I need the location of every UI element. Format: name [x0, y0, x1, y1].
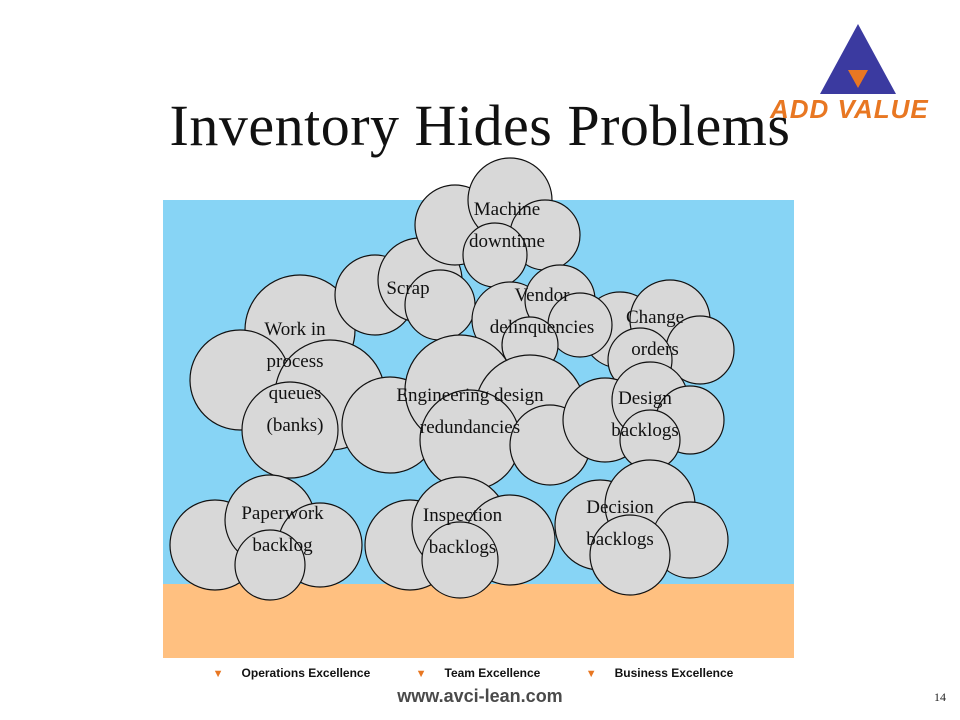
label-line: delinquencies	[489, 317, 595, 338]
triangle-down-icon: ▼	[415, 668, 427, 680]
label-line: process	[266, 351, 324, 372]
cloud-machine-downtime	[414, 157, 581, 288]
label-line: orders	[631, 339, 679, 360]
label-design-backlogs: Design backlogs	[595, 383, 695, 447]
label-line: Scrap	[386, 278, 430, 299]
slide-title: Inventory Hides Problems	[169, 93, 791, 158]
label-line: Vendor	[514, 285, 570, 306]
label-line: Paperwork	[241, 503, 324, 524]
label-line: redundancies	[419, 417, 521, 438]
cloud-vendor	[471, 264, 613, 374]
label-line: Inspection	[422, 505, 503, 526]
label-engineering: Engineering design redundancies	[370, 380, 570, 444]
triangle-down-icon: ▼	[585, 668, 597, 680]
label-inspection: Inspection backlogs	[405, 500, 520, 564]
page-number: 14	[934, 690, 946, 704]
label-change-orders: Change orders	[610, 302, 700, 366]
label-line: Design	[618, 388, 672, 409]
cloud-paperwork	[169, 474, 363, 601]
label-line: (banks)	[266, 415, 324, 436]
label-machine-downtime: Machine downtime	[452, 194, 562, 258]
cloud-design-backlogs	[562, 361, 725, 471]
logo-inner-triangle-icon	[848, 70, 868, 88]
add-value-logo	[820, 24, 896, 94]
cloud-decision	[554, 459, 729, 596]
cloud-scrap	[334, 237, 476, 341]
label-line: Engineering design	[396, 385, 544, 406]
label-line: backlogs	[428, 537, 497, 558]
footer-item: ▼Business Excellence	[585, 666, 734, 680]
label-paperwork: Paperwork backlog	[225, 498, 340, 562]
label-line: queues	[268, 383, 322, 404]
label-vendor: Vendor delinquencies	[472, 280, 612, 344]
label-line: backlogs	[611, 420, 679, 441]
label-line: downtime	[469, 231, 545, 252]
label-line: Machine	[473, 199, 541, 220]
logo-triangle-icon	[820, 24, 896, 94]
footer-bar: ▼Operations Excellence ▼Team Excellence …	[0, 666, 960, 680]
footer-item: ▼Operations Excellence	[212, 666, 371, 680]
label-line: Work in	[264, 319, 326, 340]
label-decision: Decision backlogs	[570, 492, 670, 556]
label-wip: Work in process queues (banks)	[245, 314, 345, 442]
cloud-inspection	[364, 476, 556, 599]
footer-item: ▼Team Excellence	[415, 666, 541, 680]
website-url[interactable]: www.avci-lean.com	[397, 686, 563, 706]
triangle-down-icon: ▼	[212, 668, 224, 680]
label-line: Change	[625, 307, 685, 328]
label-scrap: Scrap	[373, 273, 443, 305]
label-line: Decision	[586, 497, 654, 518]
label-line: backlog	[252, 535, 313, 556]
logo-text: ADD VALUE	[770, 94, 929, 124]
label-line: backlogs	[586, 529, 654, 550]
